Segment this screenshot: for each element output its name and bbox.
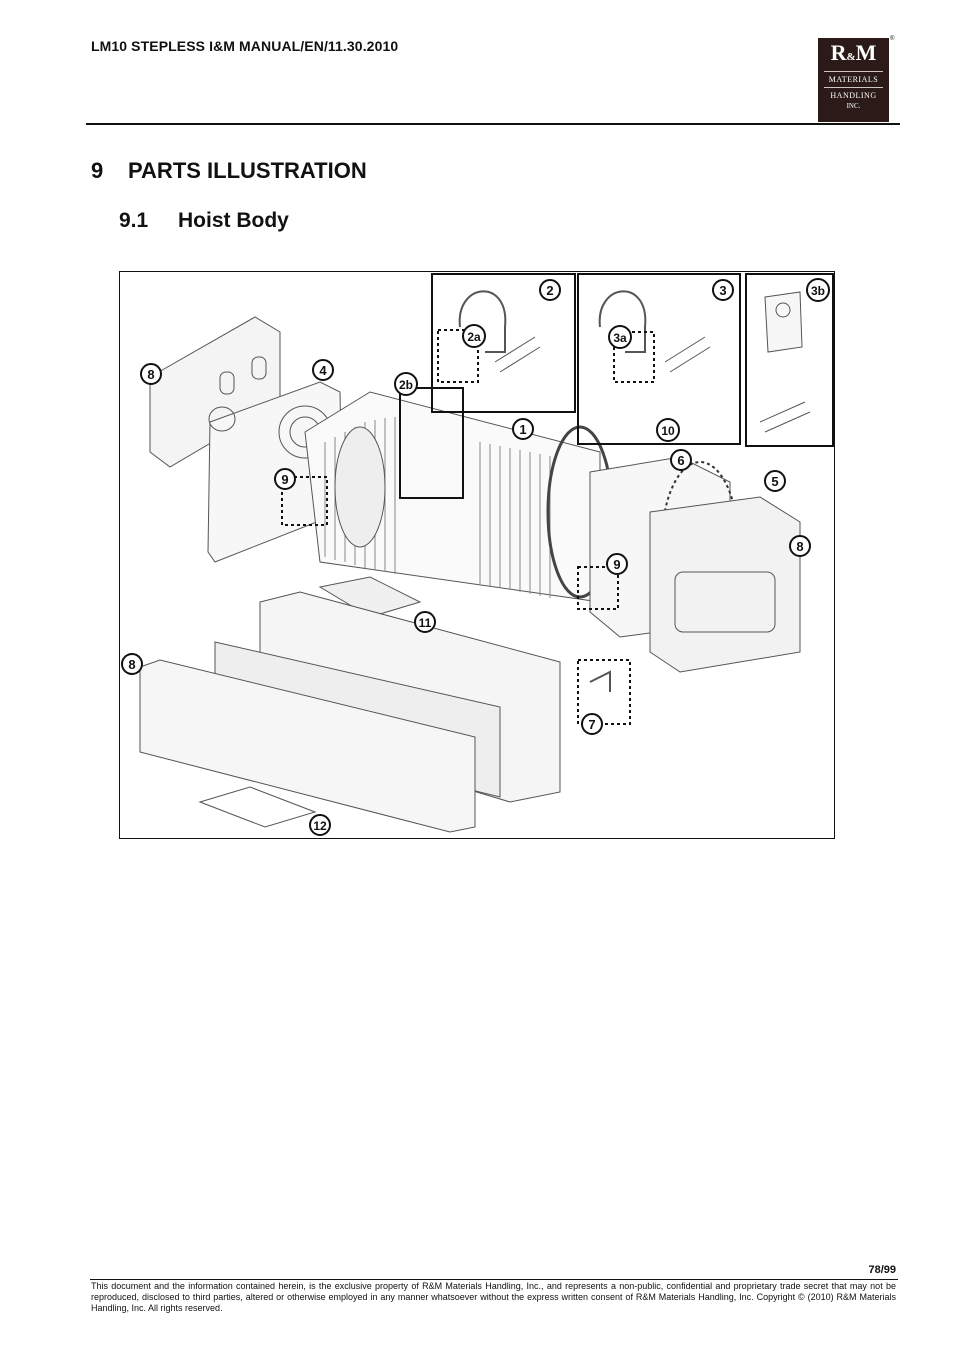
svg-text:8: 8 bbox=[147, 367, 154, 382]
callout-4: 4 bbox=[312, 359, 334, 381]
section-heading: 9 PARTS ILLUSTRATION bbox=[91, 158, 367, 184]
footer-divider bbox=[90, 1279, 898, 1280]
callout-3a: 3a bbox=[608, 325, 632, 349]
svg-text:2b: 2b bbox=[399, 378, 413, 392]
svg-text:4: 4 bbox=[319, 363, 327, 378]
svg-text:12: 12 bbox=[313, 819, 327, 833]
svg-text:9: 9 bbox=[613, 557, 620, 572]
registered-mark: ® bbox=[890, 36, 895, 42]
callout-8-electrics-cover: 8 bbox=[121, 653, 143, 675]
svg-text:3a: 3a bbox=[613, 331, 627, 345]
callout-6: 6 bbox=[670, 449, 692, 471]
callout-9-right: 9 bbox=[606, 553, 628, 575]
svg-text:6: 6 bbox=[677, 453, 684, 468]
svg-text:3b: 3b bbox=[811, 284, 825, 298]
callout-2a: 2a bbox=[462, 324, 486, 348]
page-number: 78/99 bbox=[868, 1264, 896, 1276]
parts-illustration-figure: 1 2 2a 2b 3 3a 3b 4 5 6 7 8 8 8 9 9 10 1… bbox=[119, 271, 835, 839]
subsection-heading: 9.1 Hoist Body bbox=[119, 209, 289, 233]
svg-text:10: 10 bbox=[661, 424, 675, 438]
svg-text:8: 8 bbox=[128, 657, 135, 672]
callout-11: 11 bbox=[414, 611, 436, 633]
subsection-number: 9.1 bbox=[119, 209, 149, 232]
callout-5: 5 bbox=[764, 470, 786, 492]
svg-text:9: 9 bbox=[281, 472, 288, 487]
section-title: PARTS ILLUSTRATION bbox=[128, 158, 367, 183]
callout-3: 3 bbox=[712, 279, 734, 301]
callout-2b: 2b bbox=[394, 372, 418, 396]
document-id: LM10 STEPLESS I&M MANUAL/EN/11.30.2010 bbox=[91, 38, 399, 54]
subsection-title: Hoist Body bbox=[178, 209, 289, 232]
callout-9-left: 9 bbox=[274, 468, 296, 490]
callout-7: 7 bbox=[581, 713, 603, 735]
svg-text:1: 1 bbox=[519, 422, 526, 437]
callout-12: 12 bbox=[309, 814, 331, 836]
callout-1: 1 bbox=[512, 418, 534, 440]
confidentiality-notice: This document and the information contai… bbox=[91, 1281, 896, 1313]
hoist-body-exploded-drawing: 1 2 2a 2b 3 3a 3b 4 5 6 7 8 8 8 9 9 10 1… bbox=[121, 273, 834, 836]
svg-text:5: 5 bbox=[771, 474, 778, 489]
svg-text:8: 8 bbox=[796, 539, 803, 554]
callout-8-left-cover: 8 bbox=[140, 363, 162, 385]
company-logo: R&M MATERIALS HANDLING INC. bbox=[818, 38, 889, 122]
callout-3b: 3b bbox=[806, 278, 830, 302]
svg-text:3: 3 bbox=[719, 283, 726, 298]
svg-text:11: 11 bbox=[419, 616, 432, 630]
header-divider bbox=[86, 123, 900, 125]
callout-8-right-cover: 8 bbox=[789, 535, 811, 557]
callout-10: 10 bbox=[656, 418, 680, 442]
section-number: 9 bbox=[91, 158, 104, 183]
callout-2: 2 bbox=[539, 279, 561, 301]
svg-text:2: 2 bbox=[546, 283, 553, 298]
svg-text:7: 7 bbox=[588, 717, 595, 732]
svg-text:2a: 2a bbox=[467, 330, 481, 344]
